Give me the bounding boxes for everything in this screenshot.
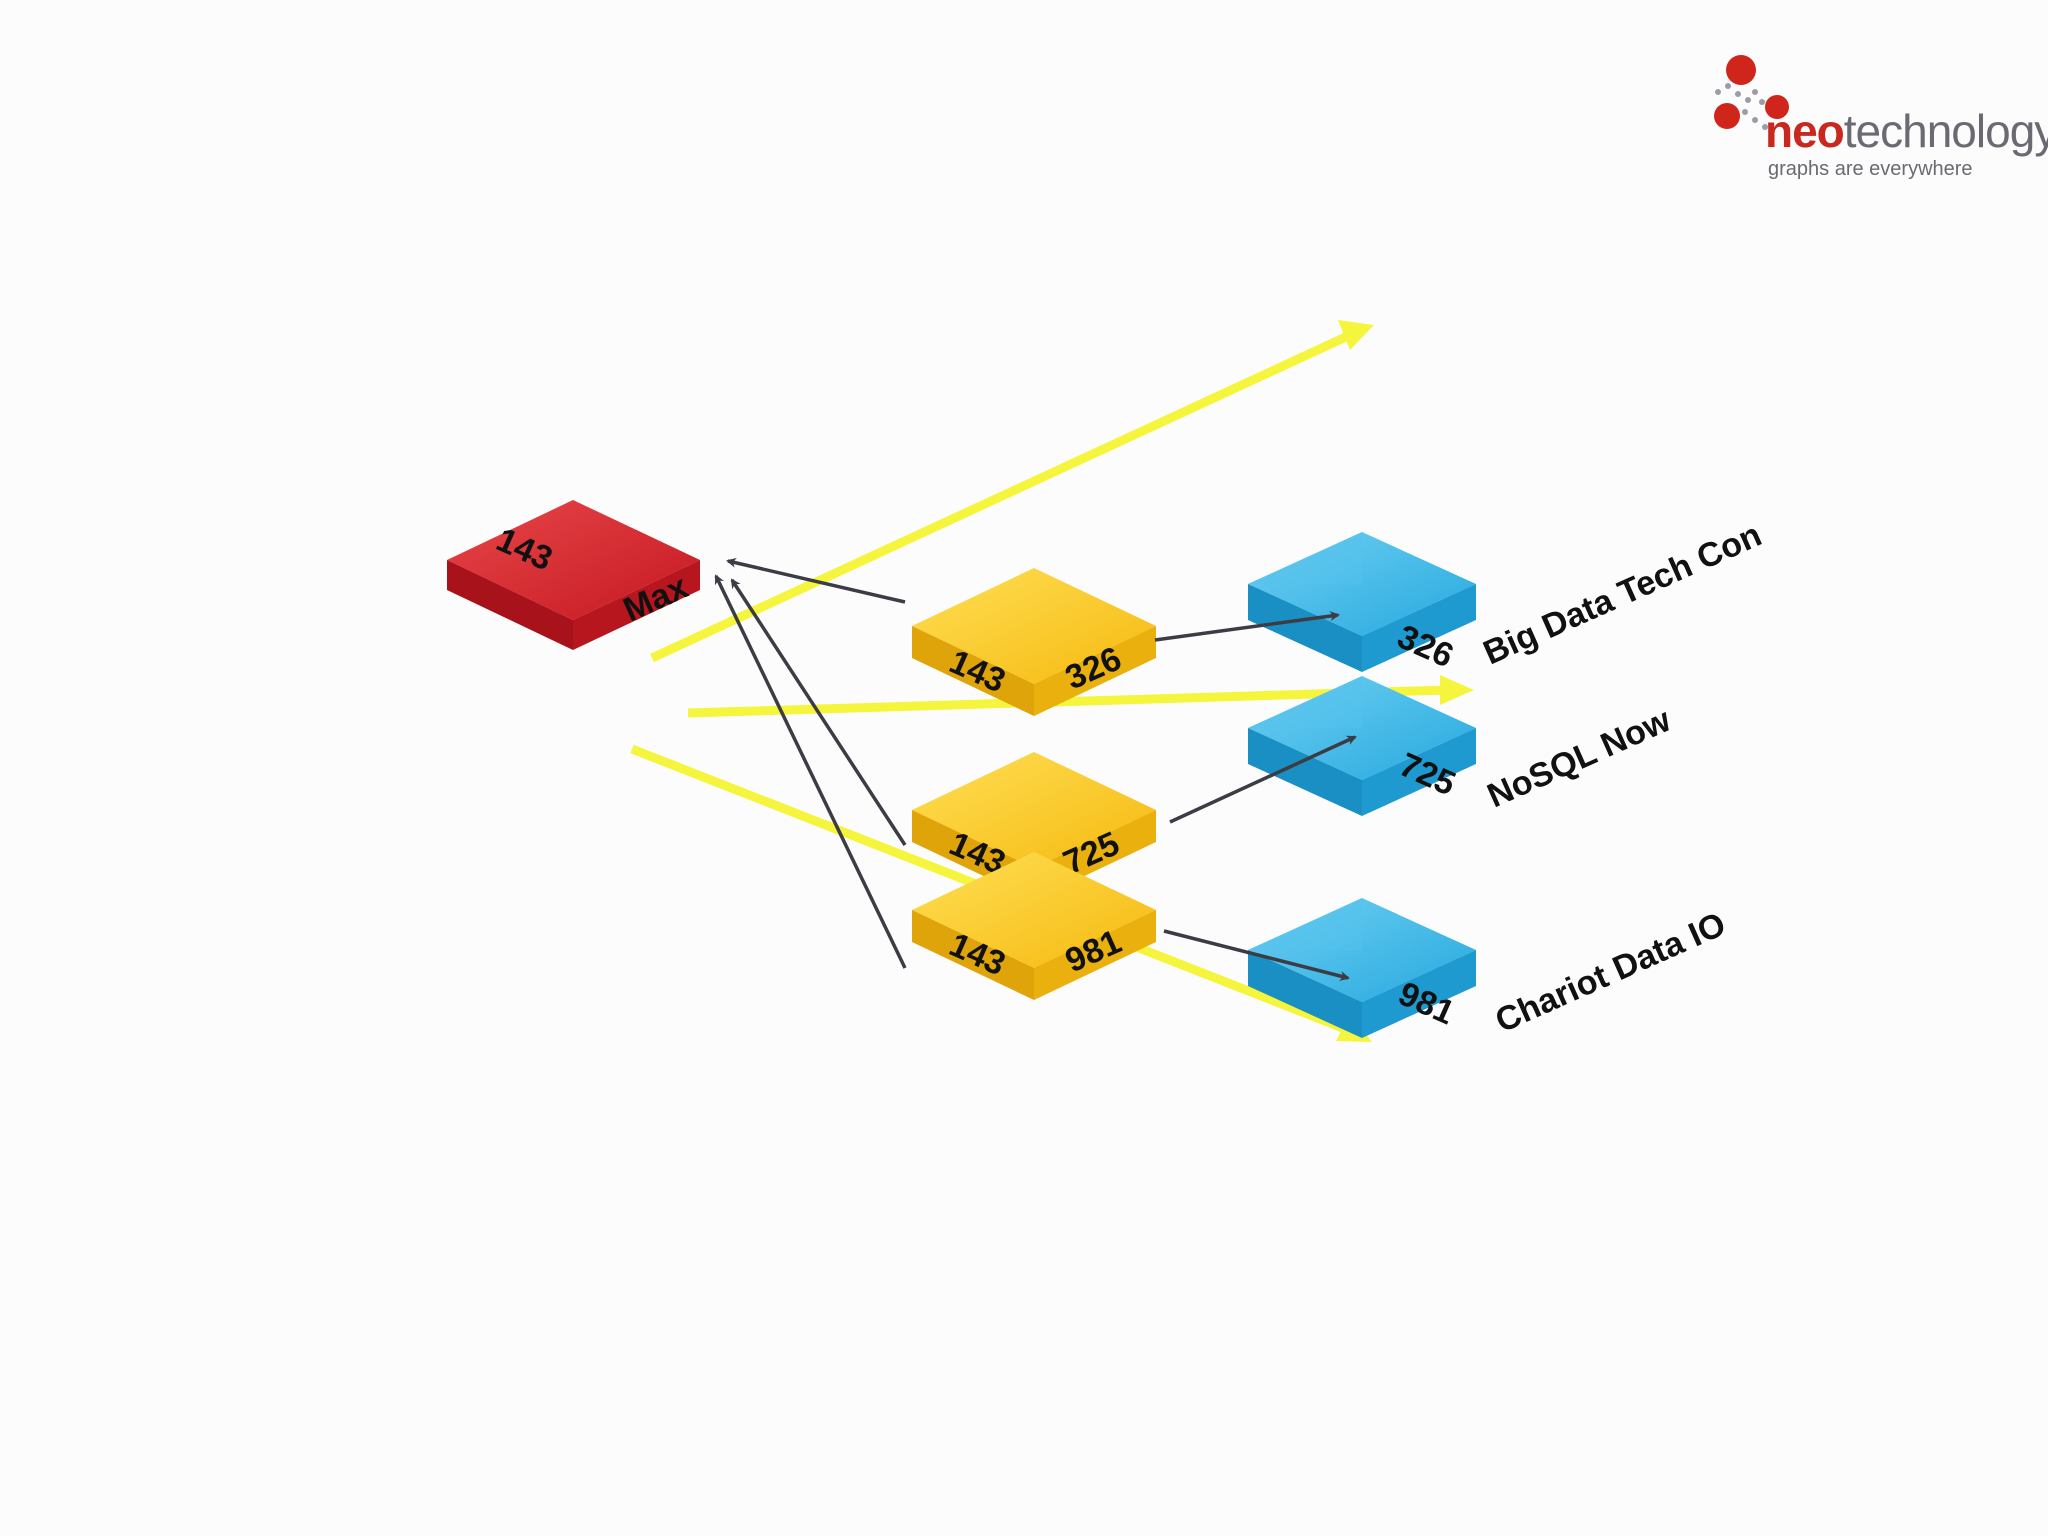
pointer-arrow-rel981-to-event981 xyxy=(1163,929,1350,981)
scan-arrow-up-head xyxy=(1338,320,1374,350)
relationship-block-326: 143 326 xyxy=(912,568,1156,716)
scan-arrow-middle-head xyxy=(1440,675,1474,705)
logo-word-technology: technology xyxy=(1843,105,2048,157)
person-block-max: 143 Max xyxy=(447,500,700,650)
logo-wordmark: neotechnology xyxy=(1765,108,2048,154)
logo-tagline: graphs are everywhere xyxy=(1768,158,1973,180)
scan-arrow-up xyxy=(650,330,1352,663)
pointer-arrow-rel725-to-event725 xyxy=(1169,735,1357,824)
event-326-name: Big Data Tech Con xyxy=(1478,516,1767,673)
logo-dots-icon xyxy=(1714,55,1789,130)
event-block-326: 326 Big Data Tech Con xyxy=(1248,516,1767,675)
pointer-arrow-rel326-to-event326 xyxy=(1154,611,1340,642)
pointer-arrows xyxy=(714,557,1357,981)
pointer-arrow-rel725-to-max xyxy=(730,578,907,846)
pointer-arrow-rel981-to-max xyxy=(714,574,907,969)
event-725-name: NoSQL Now xyxy=(1482,701,1677,816)
event-981-name: Chariot Data IO xyxy=(1490,905,1732,1040)
pointer-arrow-rel326-to-max xyxy=(726,557,906,604)
logo-word-neo: neo xyxy=(1765,105,1845,157)
event-block-981: 981 Chariot Data IO xyxy=(1248,898,1731,1040)
